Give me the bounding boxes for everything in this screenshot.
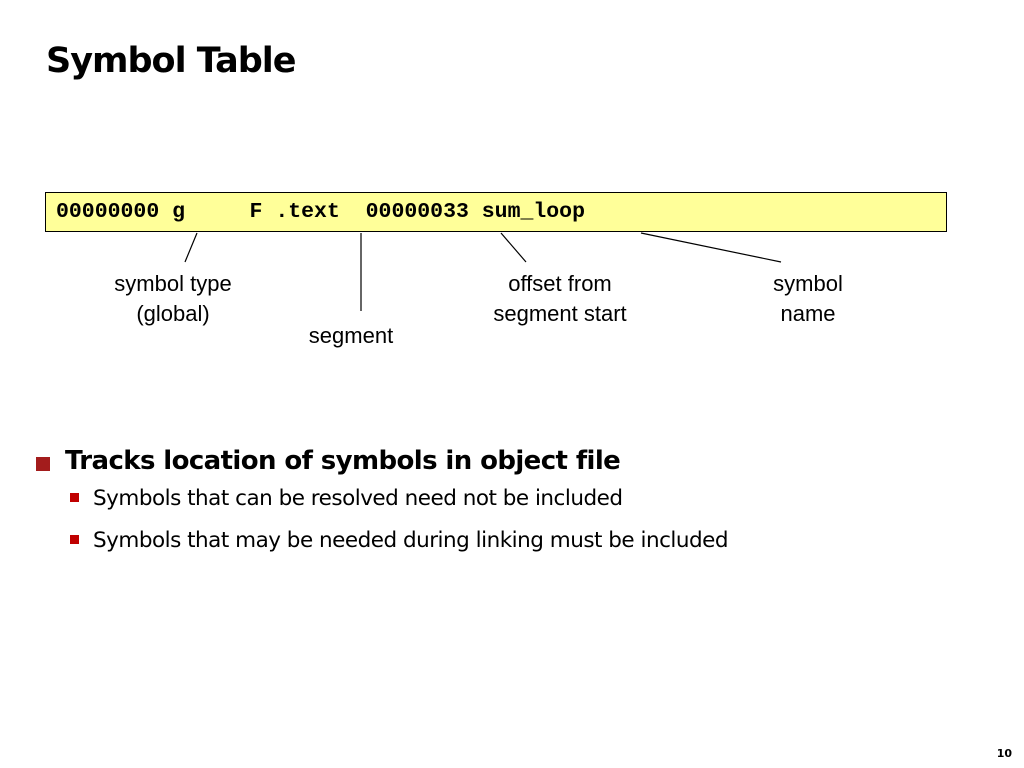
sub-bullet-item: Symbols that may be needed during linkin… xyxy=(70,526,996,556)
callout-offset-line-2: segment start xyxy=(493,301,627,326)
callout-symbol-name: symbol name xyxy=(748,269,868,329)
sub-bullet-text: Symbols that can be resolved need not be… xyxy=(93,486,623,511)
symbol-name-leader xyxy=(640,232,782,263)
callout-symbol-type-line-2: (global) xyxy=(136,301,210,326)
callout-offset-line-1: offset from xyxy=(508,271,612,296)
sub-bullet-item: Symbols that can be resolved need not be… xyxy=(70,484,996,514)
square-bullet-icon xyxy=(36,457,50,471)
bullet-text: Tracks location of symbols in object fil… xyxy=(65,446,621,476)
callout-symbol-name-line-1: symbol xyxy=(773,271,843,296)
slide-title: Symbol Table xyxy=(46,41,297,81)
bullet-item: Tracks location of symbols in object fil… xyxy=(36,444,996,478)
page-number: 10 xyxy=(996,747,1012,760)
symbol-table-entry: 00000000 g F .text 00000033 sum_loop xyxy=(45,192,947,232)
callout-symbol-type-line-1: symbol type xyxy=(114,271,232,296)
callout-segment-line-1: segment xyxy=(308,323,394,348)
bullet-list: Tracks location of symbols in object fil… xyxy=(36,444,996,568)
small-square-bullet-icon xyxy=(70,493,79,502)
offset-leader xyxy=(500,232,527,263)
callout-offset: offset from segment start xyxy=(470,269,650,329)
sub-bullet-list: Symbols that can be resolved need not be… xyxy=(70,484,996,556)
callout-segment: segment xyxy=(291,321,411,351)
symbol-type-leader xyxy=(184,232,198,263)
callout-symbol-type: symbol type (global) xyxy=(93,269,253,329)
callout-symbol-name-line-2: name xyxy=(780,301,836,326)
sub-bullet-text: Symbols that may be needed during linkin… xyxy=(93,528,729,553)
small-square-bullet-icon xyxy=(70,535,79,544)
